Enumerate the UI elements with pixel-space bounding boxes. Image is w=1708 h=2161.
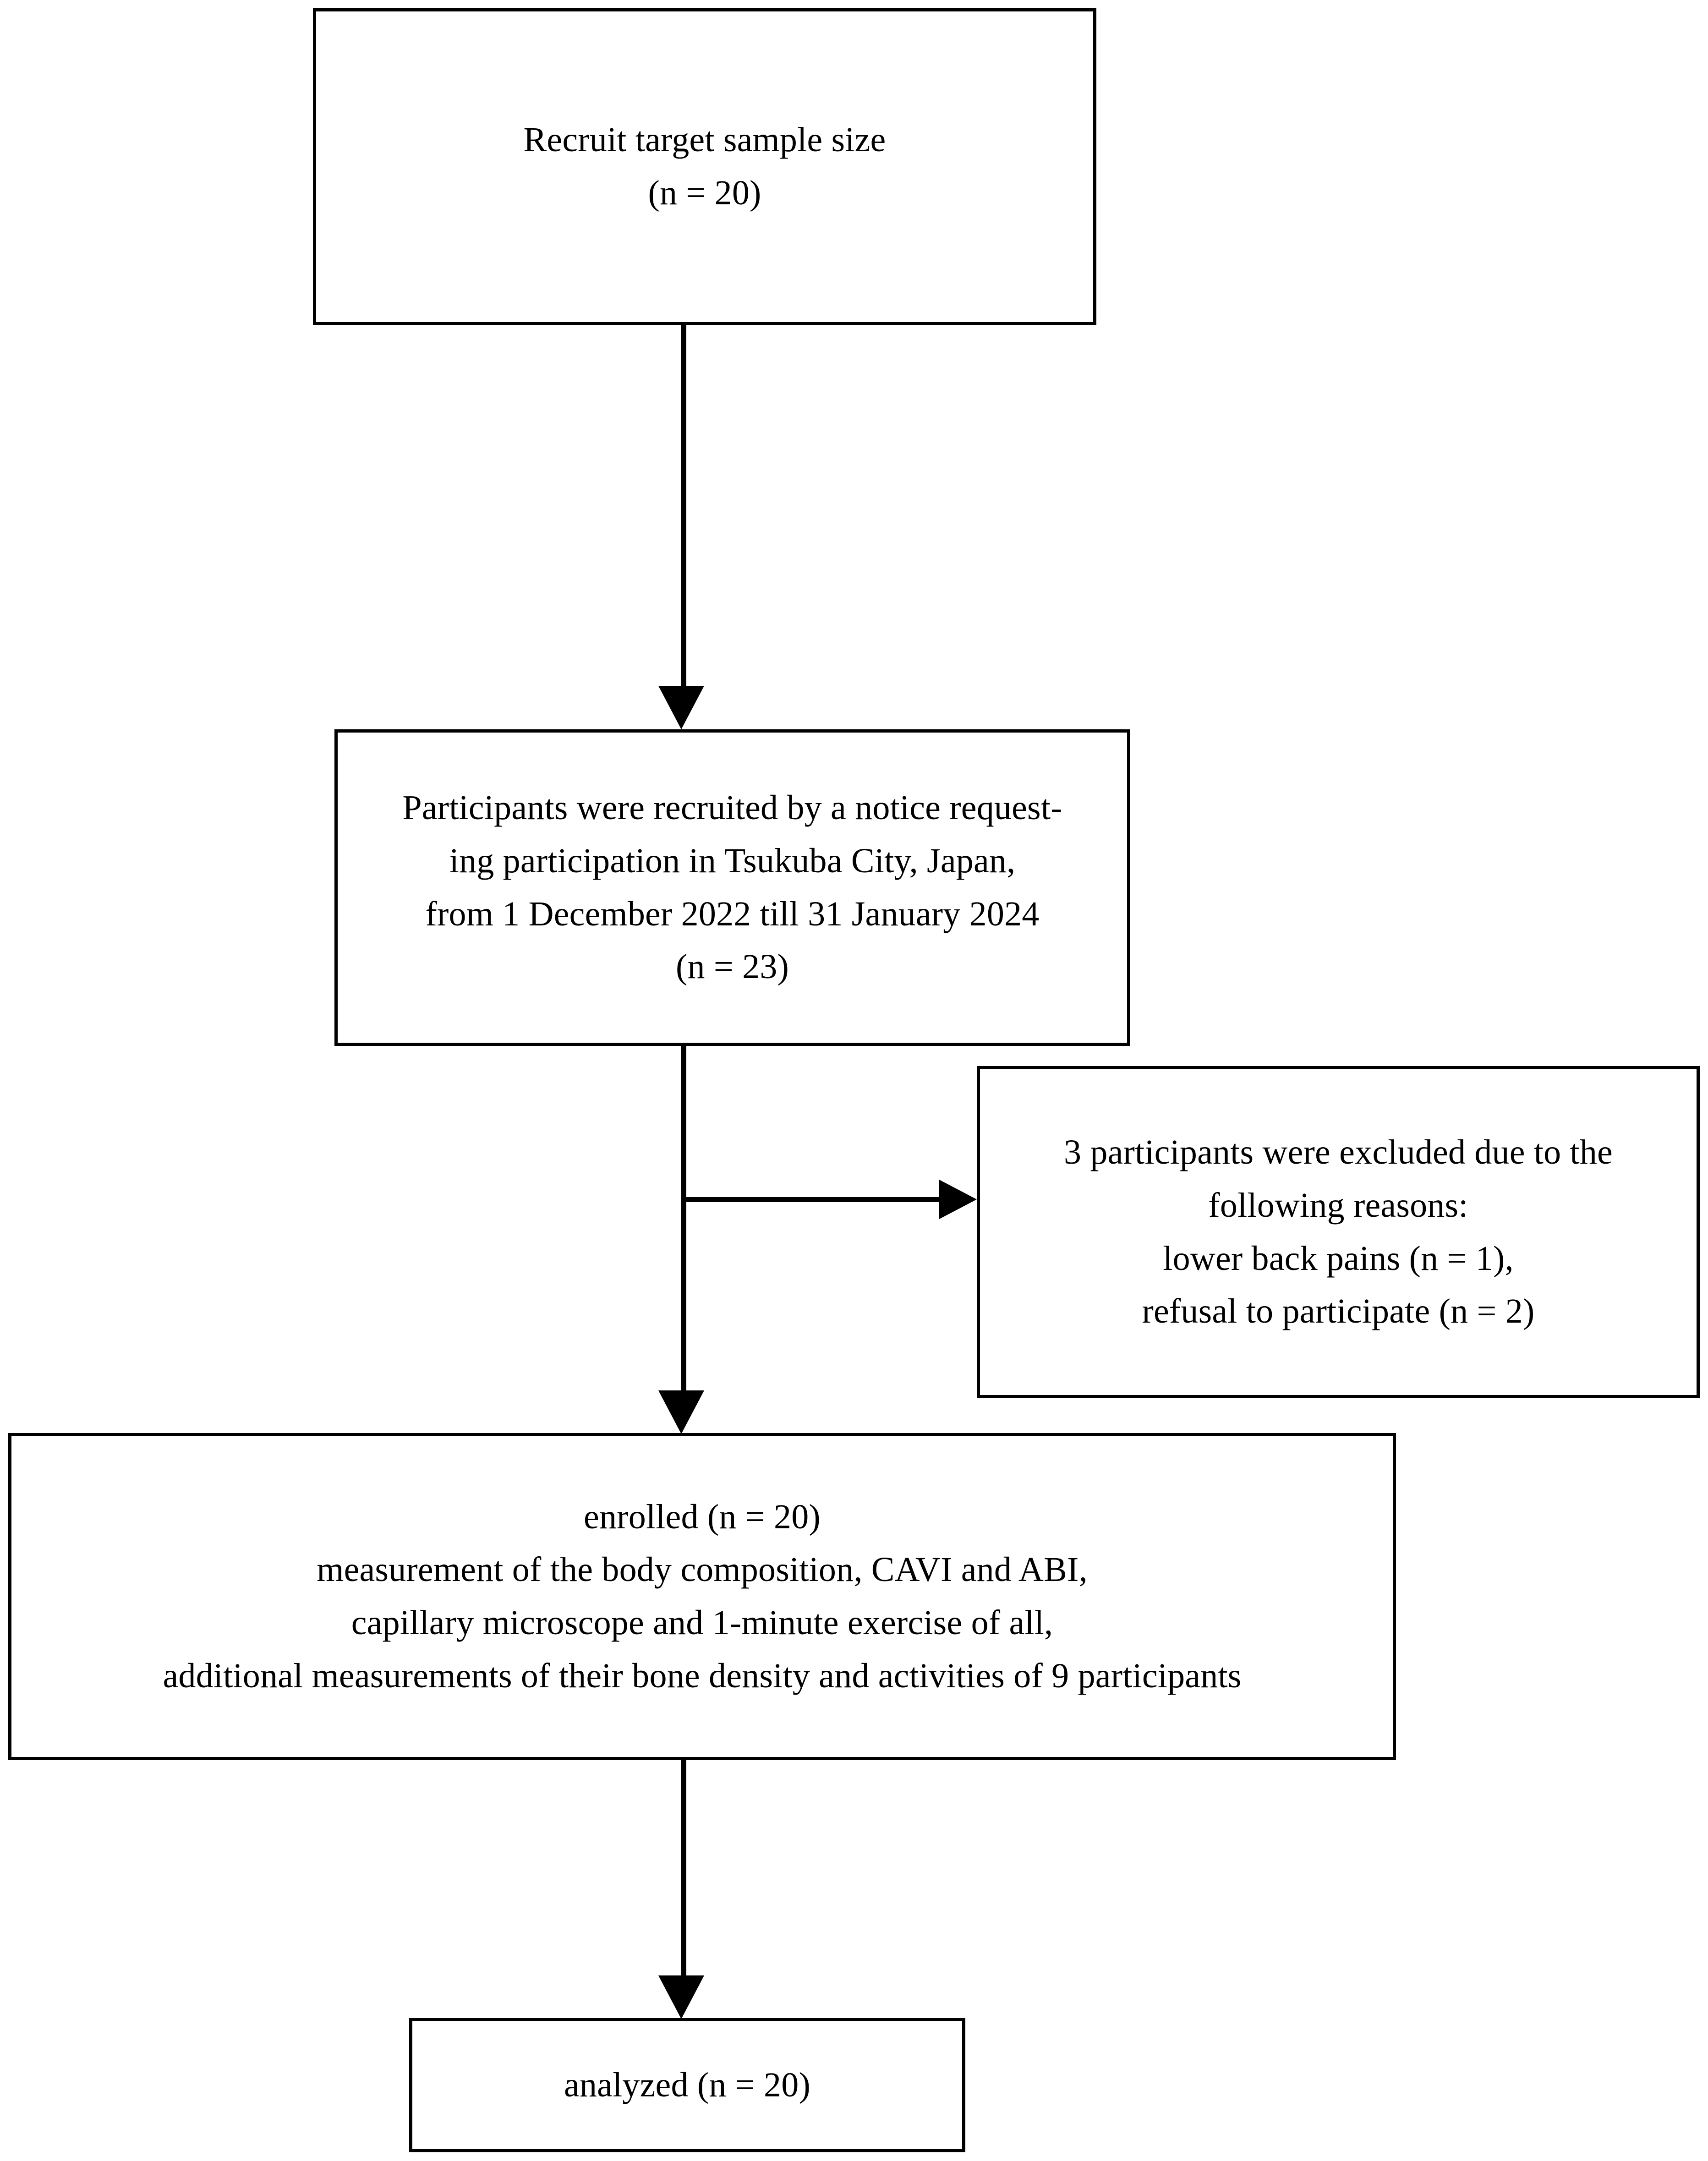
node-notice-line-4: (n = 23)	[675, 947, 789, 986]
node-recruit-target-sample-size: Recruit target sample size (n = 20)	[313, 8, 1096, 325]
connector-notice-to-enrolled-stem	[681, 1046, 686, 1394]
node-excluded-line-2: following reasons:	[1208, 1186, 1468, 1225]
connector-notice-to-excluded-line	[684, 1197, 940, 1202]
right-arrow-icon-notice-to-excluded	[939, 1180, 977, 1219]
node-notice-line-1: Participants were recruited by a notice …	[402, 788, 1062, 827]
node-recruit-line-2: (n = 20)	[648, 174, 761, 212]
connector-recruit-to-notice-stem	[681, 325, 686, 694]
node-enrolled-line-3: capillary microscope and 1-minute exerci…	[351, 1603, 1053, 1642]
node-notice-line-2: ing participation in Tsukuba City, Japan…	[449, 841, 1016, 880]
node-excluded-participants: 3 participants were excluded due to the …	[977, 1066, 1700, 1398]
down-arrow-icon-notice-to-enrolled	[658, 1390, 704, 1434]
node-participants-recruited: Participants were recruited by a notice …	[334, 729, 1130, 1046]
node-enrolled-line-2: measurement of the body composition, CAV…	[317, 1550, 1088, 1589]
node-enrolled: enrolled (n = 20) measurement of the bod…	[8, 1433, 1396, 1760]
node-excluded-line-1: 3 participants were excluded due to the	[1063, 1133, 1613, 1172]
node-notice-line-3: from 1 December 2022 till 31 January 202…	[425, 894, 1040, 933]
node-analyzed: analyzed (n = 20)	[409, 2018, 965, 2152]
down-arrow-icon-recruit-to-notice	[658, 686, 704, 729]
node-excluded-line-4: refusal to participate (n = 2)	[1142, 1292, 1535, 1331]
node-enrolled-line-4: additional measurements of their bone de…	[163, 1656, 1242, 1695]
down-arrow-icon-enrolled-to-analyzed	[658, 1975, 704, 2019]
node-excluded-line-3: lower back pains (n = 1),	[1163, 1239, 1514, 1278]
node-enrolled-line-1: enrolled (n = 20)	[584, 1497, 821, 1536]
connector-enrolled-to-analyzed-stem	[681, 1760, 686, 1980]
node-analyzed-line-1: analyzed (n = 20)	[564, 2065, 810, 2104]
node-recruit-line-1: Recruit target sample size	[523, 120, 886, 159]
